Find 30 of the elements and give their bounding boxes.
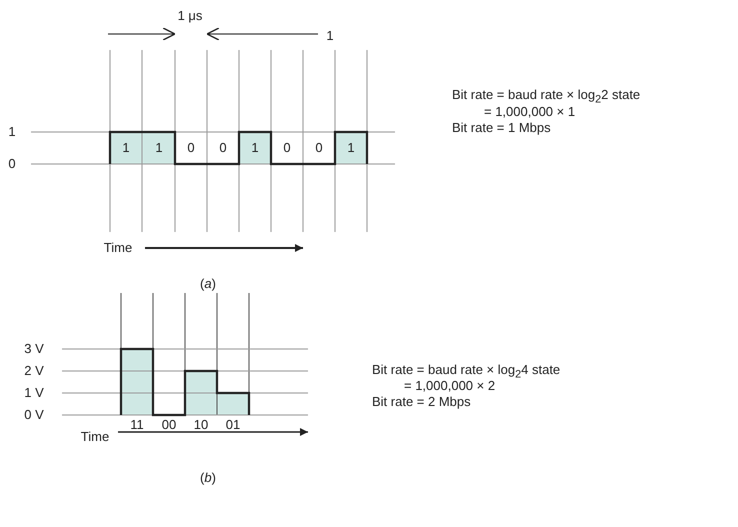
bit-value: 0 xyxy=(187,141,195,154)
symbol-label: 01 xyxy=(226,418,240,431)
bit-value: 1 xyxy=(122,141,130,154)
symbol-label: 11 xyxy=(130,418,144,431)
level-label: 1 xyxy=(8,125,16,138)
equation: Bit rate = baud rate × log$_{2}$2 state xyxy=(452,88,640,106)
voltage-label: 3 V xyxy=(24,342,44,355)
axis-label: Time xyxy=(80,430,110,443)
duration-label: 1 μs xyxy=(178,9,202,22)
voltage-label: 0 V xyxy=(24,408,44,421)
bit-value: 0 xyxy=(283,141,291,154)
equation: Bit rate = 1 Mbps xyxy=(452,121,551,134)
equation: Bit rate = 2 Mbps xyxy=(372,395,471,408)
bit-value: 0 xyxy=(315,141,323,154)
axis-label: Time xyxy=(104,241,132,254)
voltage-label: 1 V xyxy=(24,386,44,399)
equation: Bit rate = baud rate × log$_{2}$4 state xyxy=(372,363,560,380)
symbol-label: 10 xyxy=(194,418,208,431)
bit-value: 1 xyxy=(326,29,334,42)
figure-label: (a) xyxy=(200,277,216,290)
voltage-label: 2 V xyxy=(24,364,44,377)
level-label: 0 xyxy=(8,157,16,170)
symbol-label: 00 xyxy=(162,418,176,431)
bit-value: 1 xyxy=(155,141,163,154)
bit-value: 1 xyxy=(347,141,355,154)
equation: = 1,000,000 × 2 xyxy=(404,379,496,392)
figure-label: (b) xyxy=(200,471,216,484)
bit-value: 0 xyxy=(219,141,227,154)
equation: = 1,000,000 × 1 xyxy=(484,105,576,118)
bit-value: 1 xyxy=(251,141,259,154)
